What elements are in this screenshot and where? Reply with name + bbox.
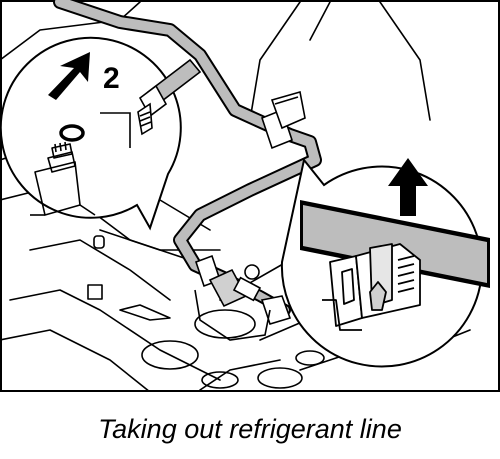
vehicle-body-structure	[0, 1, 471, 392]
line-fitting	[194, 254, 292, 341]
line-section-detail	[300, 200, 490, 288]
line-end-fitting	[137, 58, 202, 136]
technical-illustration: 2	[0, 0, 500, 392]
left-detail-callout: 2	[0, 36, 202, 231]
up-right-arrow-icon	[48, 52, 90, 100]
o-ring	[59, 124, 85, 142]
line-holder-clip	[261, 90, 306, 150]
callout-number: 2	[103, 62, 120, 95]
figure-caption: Taking out refrigerant line	[98, 414, 402, 444]
holder-clip-detail	[322, 243, 421, 331]
right-detail-callout	[280, 157, 490, 368]
up-arrow-icon	[388, 158, 428, 216]
